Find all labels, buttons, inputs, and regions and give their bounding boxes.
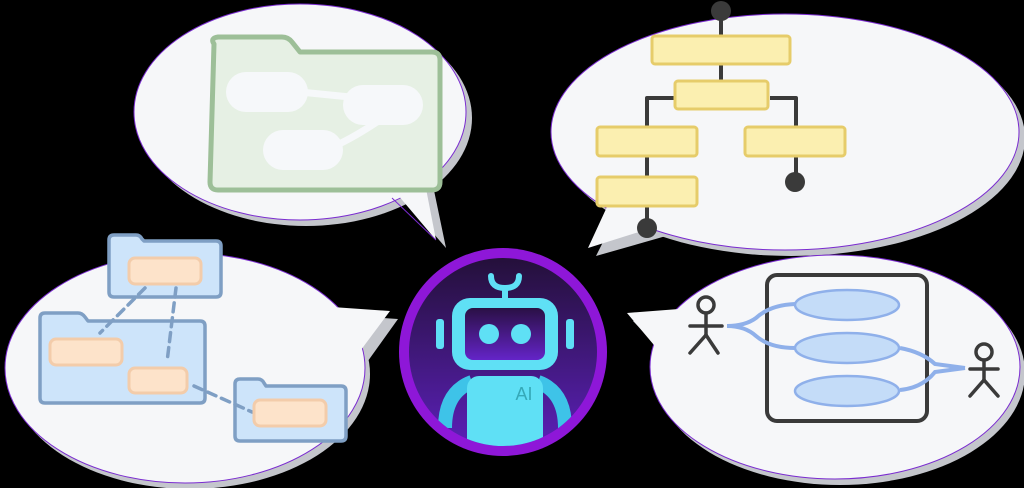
mind-map-node <box>343 85 423 125</box>
robot-eye <box>479 324 499 344</box>
component-box <box>252 398 328 428</box>
flow-box <box>743 125 847 158</box>
component-box <box>48 337 124 367</box>
use-case-diagram-icon <box>688 273 1000 423</box>
component-box <box>127 366 189 395</box>
use-case-ellipse <box>793 374 901 408</box>
flow-box <box>595 175 699 208</box>
use-case-ellipse <box>793 331 901 365</box>
robot-icon: AI <box>436 273 574 446</box>
activity-flowchart-icon <box>595 1 847 238</box>
robot-eye <box>511 324 531 344</box>
use-case-ellipse <box>793 288 901 322</box>
mind-map-folder-icon <box>207 34 443 193</box>
flow-box <box>673 79 770 111</box>
ai-robot-avatar: AI <box>399 248 607 456</box>
mind-map-node <box>226 72 308 112</box>
package-diagram-icon <box>38 233 348 443</box>
robot-screen <box>465 308 545 360</box>
ai-badge-text: AI <box>515 384 532 404</box>
flow-box <box>595 125 699 158</box>
end-node <box>785 172 805 192</box>
speech-bubble-bottom-right <box>627 254 1024 485</box>
speech-bubble-top-right <box>550 1 1024 256</box>
flow-box <box>650 34 792 66</box>
component-box <box>127 256 203 286</box>
mind-map-node <box>263 130 343 170</box>
robot-body <box>467 376 543 446</box>
speech-bubble-top-left <box>133 3 472 248</box>
start-node <box>711 1 731 21</box>
actor-icon <box>688 295 724 355</box>
system-boundary <box>765 273 929 423</box>
actor-icon <box>968 342 1000 398</box>
end-node <box>637 218 657 238</box>
speech-bubble-bottom-left <box>4 233 398 488</box>
